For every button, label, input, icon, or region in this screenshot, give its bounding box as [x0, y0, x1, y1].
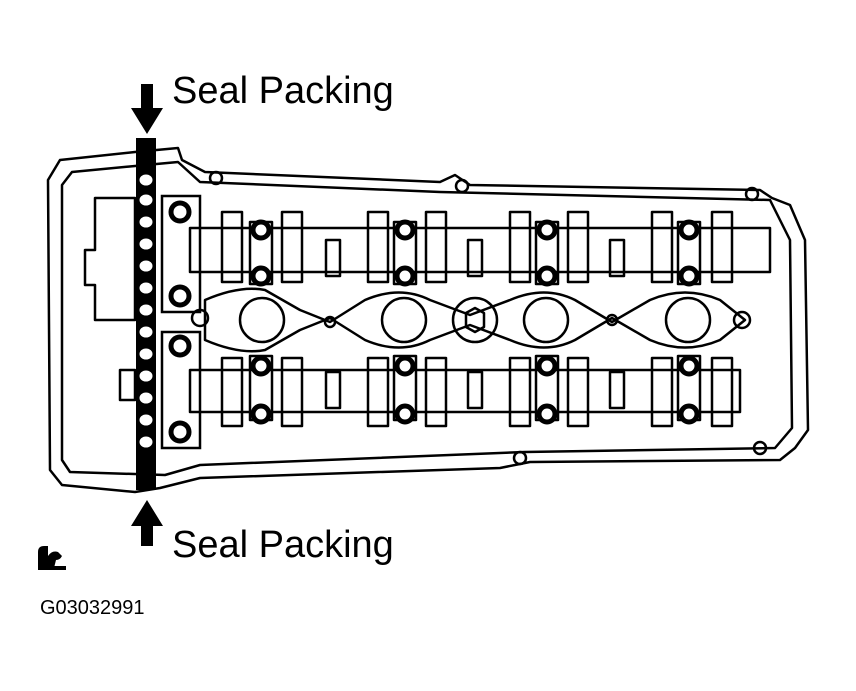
timing-housing-lower	[118, 368, 137, 402]
cap-bolt	[678, 219, 700, 241]
front-bearing-cap	[160, 194, 202, 314]
chain-link	[136, 279, 156, 297]
cam-lobe	[280, 210, 304, 284]
seal-packing-label-bottom: Seal Packing	[172, 524, 394, 566]
chain-link	[136, 323, 156, 341]
plug-web	[203, 287, 747, 353]
center-bolt-ring	[451, 296, 499, 344]
cam-lobe	[650, 210, 674, 284]
cylinder-head-outline	[46, 146, 810, 494]
journal-block	[466, 370, 484, 410]
cap-bolt	[394, 403, 416, 425]
cap-bolt	[678, 403, 700, 425]
spark-plug-hole	[238, 296, 286, 344]
spark-plug-hole	[380, 296, 428, 344]
chain-link	[136, 433, 156, 451]
cap-bolt	[536, 403, 558, 425]
cam-lobe	[508, 356, 532, 428]
camshaft-upper	[188, 226, 772, 274]
cam-lobe	[220, 210, 244, 284]
cam-lobe	[566, 356, 590, 428]
cap-bolt	[536, 265, 558, 287]
chain-link	[136, 345, 156, 363]
journal-block	[324, 238, 342, 278]
cap-bolt	[394, 219, 416, 241]
cam-lobe	[710, 210, 734, 284]
cam-lobe	[650, 356, 674, 428]
outline-boss	[208, 170, 224, 186]
cap-bolt	[250, 403, 272, 425]
small-hole	[732, 310, 752, 330]
outline-boss	[744, 186, 760, 202]
cap-bolt	[250, 265, 272, 287]
cap-bolt	[678, 355, 700, 377]
journal-block	[466, 238, 484, 278]
timing-housing	[83, 196, 137, 322]
chain-link	[136, 301, 156, 319]
chain-link	[136, 389, 156, 407]
spark-plug-hole	[522, 296, 570, 344]
journal-block	[608, 370, 626, 410]
journal-block	[324, 370, 342, 410]
cam-lobe	[566, 210, 590, 284]
chain-link	[136, 191, 156, 209]
seal-packing-label-top: Seal Packing	[172, 70, 394, 112]
cap-bolt	[250, 355, 272, 377]
bearing-cap-group	[248, 220, 702, 422]
outline-boss	[752, 440, 768, 456]
cap-bolt	[394, 355, 416, 377]
chain-link	[136, 171, 156, 189]
front-cap-bolt	[168, 420, 192, 444]
chain-link	[136, 257, 156, 275]
cam-lobe	[220, 356, 244, 428]
cam-lobe	[280, 356, 304, 428]
small-hole	[323, 315, 337, 329]
sealant-tube-icon	[38, 546, 66, 570]
cam-lobe	[424, 356, 448, 428]
cap-bolt	[536, 219, 558, 241]
cam-lobe	[508, 210, 532, 284]
outline-boss	[512, 450, 528, 466]
cap-bolt	[678, 265, 700, 287]
cam-lobe	[366, 210, 390, 284]
figure-id: G03032991	[40, 597, 145, 619]
front-cap-bolt	[168, 284, 192, 308]
cap-bolt	[394, 265, 416, 287]
cam-lobe	[710, 356, 734, 428]
small-hole	[605, 313, 619, 327]
cap-bolt	[536, 355, 558, 377]
front-cap-bolt	[168, 334, 192, 358]
outline-boss	[454, 178, 470, 194]
arrow-down-icon	[131, 84, 163, 134]
inner-outline	[60, 160, 794, 477]
cam-lobe	[424, 210, 448, 284]
arrow-up-icon	[131, 500, 163, 546]
chain-link	[136, 213, 156, 231]
spark-plug-hole	[664, 296, 712, 344]
cam-lobe	[366, 356, 390, 428]
chain-link	[136, 411, 156, 429]
chain-link	[136, 367, 156, 385]
journal-block	[608, 238, 626, 278]
front-cap-bolt	[168, 200, 192, 224]
front-bearing-cap	[160, 330, 202, 450]
center-hex-bolt	[464, 306, 486, 334]
cap-bolt	[250, 219, 272, 241]
chain-link	[136, 235, 156, 253]
